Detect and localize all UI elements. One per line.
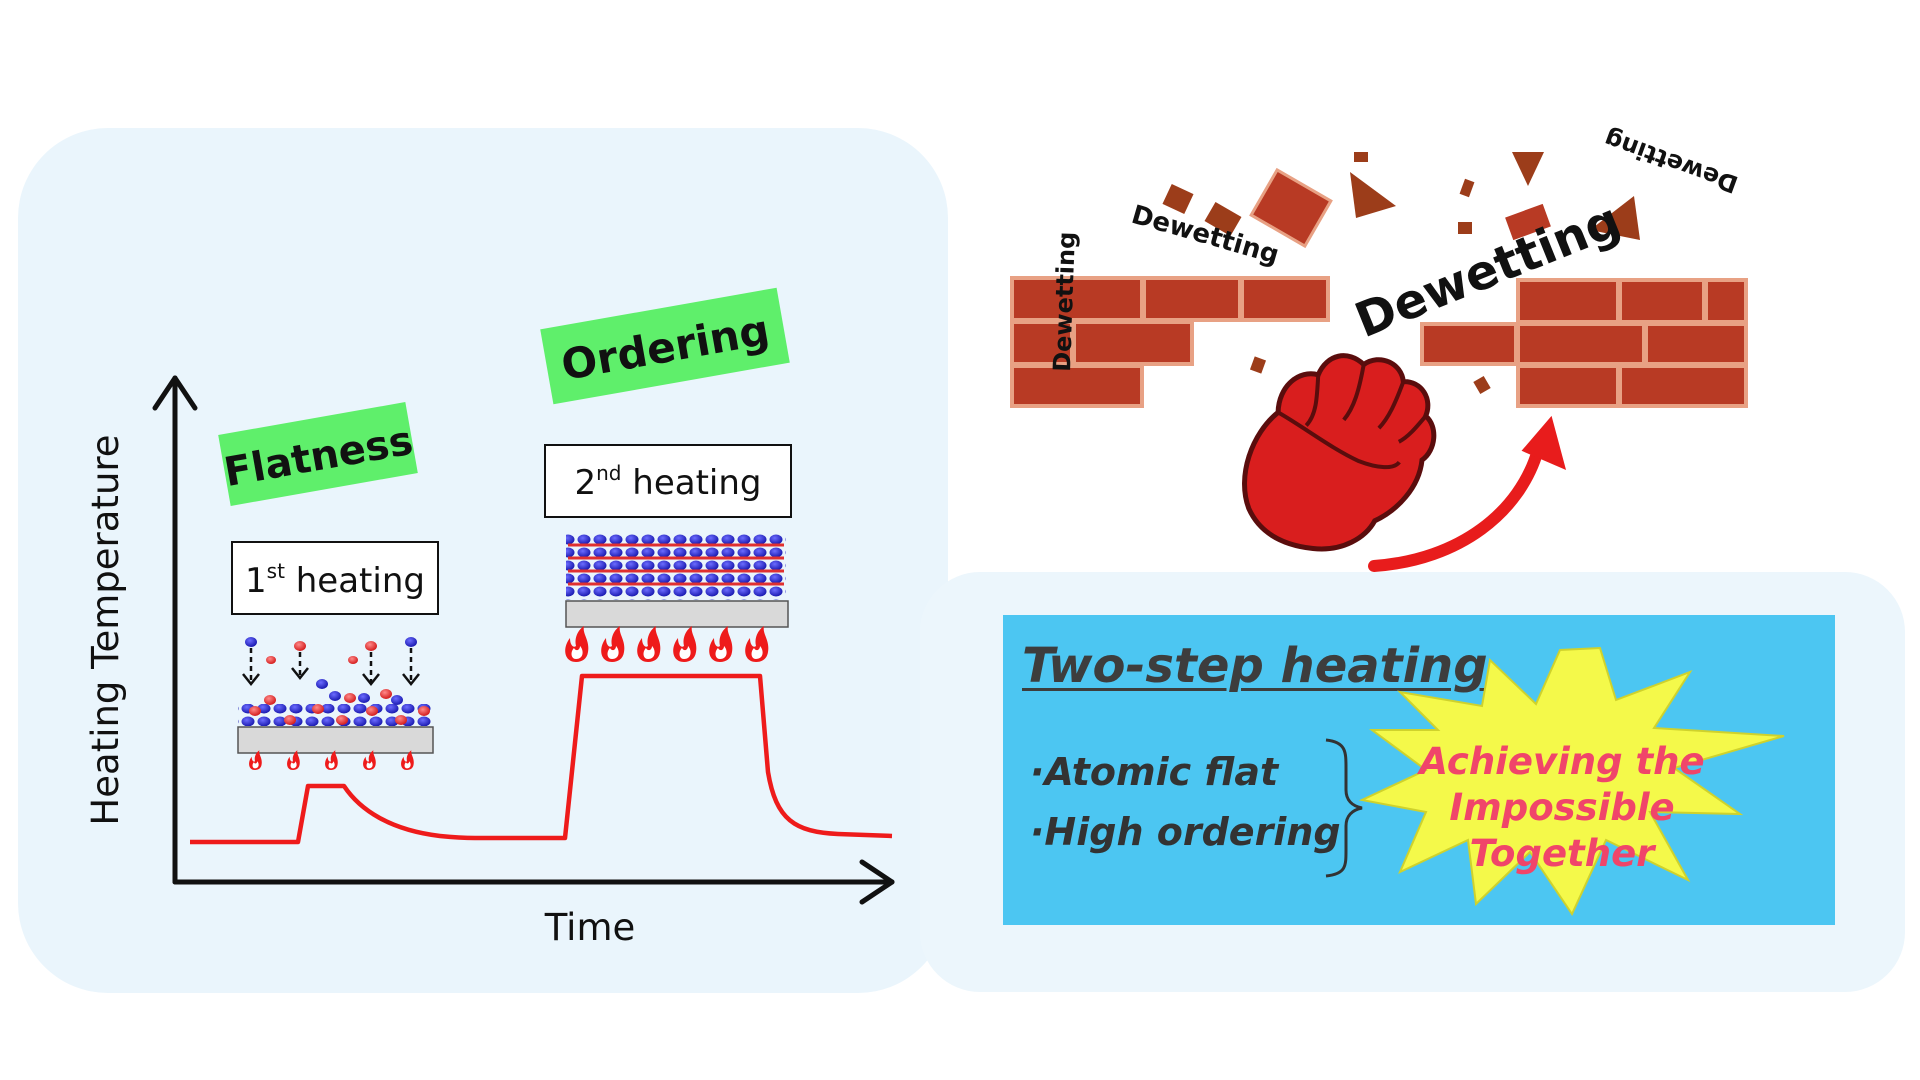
left-wall xyxy=(1010,276,1330,408)
dewetting-word-vertical: Dewetting xyxy=(1048,231,1081,372)
brick-wall-illustration: Dewetting Dewetting Dewetting Dewetting xyxy=(1010,124,1748,572)
heating-2-box xyxy=(544,444,792,518)
heating-1-box xyxy=(231,541,439,615)
fist-icon xyxy=(1242,353,1437,552)
ordering-tag xyxy=(540,287,790,405)
y-axis xyxy=(152,375,198,885)
flames-2 xyxy=(565,626,769,662)
arrow-icon xyxy=(1368,415,1567,572)
substrate-1 xyxy=(237,726,434,754)
disordered-atom-layer xyxy=(238,689,433,726)
flatness-tag xyxy=(218,402,418,506)
x-axis-label: Time xyxy=(544,906,636,949)
dewetting-word-upside: Dewetting xyxy=(1600,124,1741,198)
heating-2-label: 2nd heating xyxy=(574,461,761,503)
two-step-title: Two-step heating xyxy=(1022,638,1488,694)
y-axis-label: Heating Temperature xyxy=(84,434,127,825)
falling-atoms xyxy=(242,637,420,689)
flying-debris xyxy=(1162,152,1640,395)
substrate-2 xyxy=(565,600,789,628)
temperature-curve xyxy=(190,673,893,845)
bullet-atomic-flat: ·Atomic flat xyxy=(1030,750,1279,794)
step-2-group: Ordering 2nd heating xyxy=(540,287,792,662)
x-axis xyxy=(172,859,895,905)
step-1-group: Flatness 1st heating xyxy=(218,402,439,770)
ordered-atom-layers xyxy=(566,532,786,600)
right-wall xyxy=(1420,278,1748,408)
bullet-high-ordering: ·High ordering xyxy=(1030,810,1341,854)
heating-1-label: 1st heating xyxy=(245,559,425,601)
